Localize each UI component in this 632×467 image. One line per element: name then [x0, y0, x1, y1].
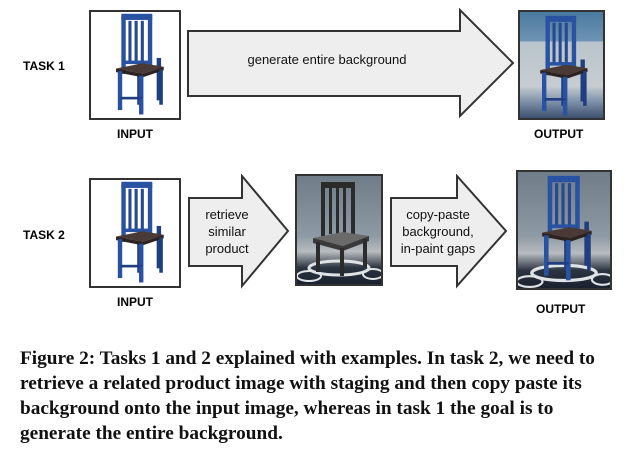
task2-arrow-retrieve-text: retrieve similar product	[190, 206, 264, 257]
rug-pattern	[518, 263, 610, 288]
task1-arrow	[187, 8, 515, 119]
task1-output-image	[518, 10, 605, 120]
arrow-text-line: background,	[402, 224, 474, 239]
retrieved-product-image	[295, 174, 383, 286]
task2-output-image	[516, 170, 612, 290]
task2-label: TASK 2	[23, 228, 65, 242]
chair-icon	[540, 15, 588, 116]
arrow-text-line: retrieve	[205, 207, 249, 222]
chair-icon	[542, 175, 592, 281]
task2-arrow-copypaste	[390, 174, 508, 289]
arrow-text-line: copy-paste	[406, 207, 470, 222]
task1-input-label: INPUT	[117, 127, 153, 141]
task2-arrow-retrieve	[188, 174, 290, 289]
task1-arrow-text: generate entire background	[247, 52, 407, 67]
task1-input-image	[89, 10, 181, 120]
figure-caption: Figure 2: Tasks 1 and 2 explained with e…	[20, 348, 595, 444]
arrow-text-line: similar	[208, 224, 246, 239]
task2-output-label: OUTPUT	[536, 302, 586, 316]
task2-input-label: INPUT	[117, 295, 153, 309]
chair-icon	[116, 181, 164, 283]
arrow-text-line: product	[205, 241, 249, 256]
arrow-text-line: in-paint gaps	[400, 241, 476, 256]
task2-arrow-copypaste-text: copy-paste background, in-paint gaps	[390, 206, 486, 257]
task1-output-label: OUTPUT	[534, 127, 584, 141]
rug-pattern	[297, 182, 381, 282]
task1-label: TASK 1	[23, 59, 65, 73]
chair-icon	[116, 13, 164, 115]
task2-input-image	[89, 178, 181, 288]
